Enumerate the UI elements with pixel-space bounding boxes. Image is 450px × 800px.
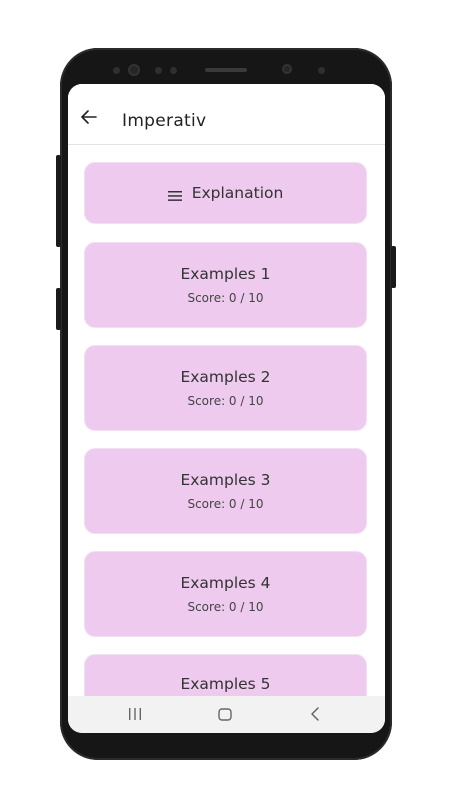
power-button — [391, 246, 396, 288]
score-text: Score: 0 / 10 — [187, 497, 264, 511]
volume-button — [56, 155, 61, 247]
examples-title: Examples 1 — [180, 265, 271, 283]
sensor-dot — [170, 67, 177, 74]
page-title: Imperativ — [122, 111, 207, 131]
examples-title: Examples 2 — [180, 368, 271, 386]
system-nav-bar — [68, 696, 385, 733]
menu-icon — [167, 187, 182, 201]
bixby-button — [56, 288, 61, 330]
examples-title: Examples 3 — [180, 471, 271, 489]
iris-sensor — [282, 64, 292, 74]
examples-card-4[interactable]: Examples 4 Score: 0 / 10 — [84, 551, 367, 637]
recent-apps-icon[interactable] — [120, 703, 150, 725]
examples-card-1[interactable]: Examples 1 Score: 0 / 10 — [84, 242, 367, 328]
score-text: Score: 0 / 10 — [187, 600, 264, 614]
lesson-list: Explanation Examples 1 Score: 0 / 10 Exa… — [68, 145, 385, 696]
front-camera — [128, 64, 140, 76]
explanation-button[interactable]: Explanation — [84, 162, 367, 224]
score-text: Score: 0 / 10 — [187, 394, 264, 408]
examples-card-3[interactable]: Examples 3 Score: 0 / 10 — [84, 448, 367, 534]
sensor-dot — [155, 67, 162, 74]
app-bar: Imperativ — [68, 84, 385, 145]
screen: Imperativ Explanation Examples 1 Score: … — [68, 84, 385, 733]
home-icon[interactable] — [210, 703, 240, 725]
examples-card-5[interactable]: Examples 5 — [84, 654, 367, 696]
back-icon[interactable] — [300, 703, 330, 725]
examples-card-2[interactable]: Examples 2 Score: 0 / 10 — [84, 345, 367, 431]
score-text: Score: 0 / 10 — [187, 291, 264, 305]
explanation-label: Explanation — [191, 184, 284, 202]
examples-title: Examples 4 — [180, 574, 271, 592]
examples-title: Examples 5 — [180, 675, 271, 693]
sensor-dot — [113, 67, 120, 74]
earpiece-speaker — [205, 68, 247, 72]
arrow-left-icon[interactable] — [78, 106, 100, 128]
sensor-dot — [318, 67, 325, 74]
